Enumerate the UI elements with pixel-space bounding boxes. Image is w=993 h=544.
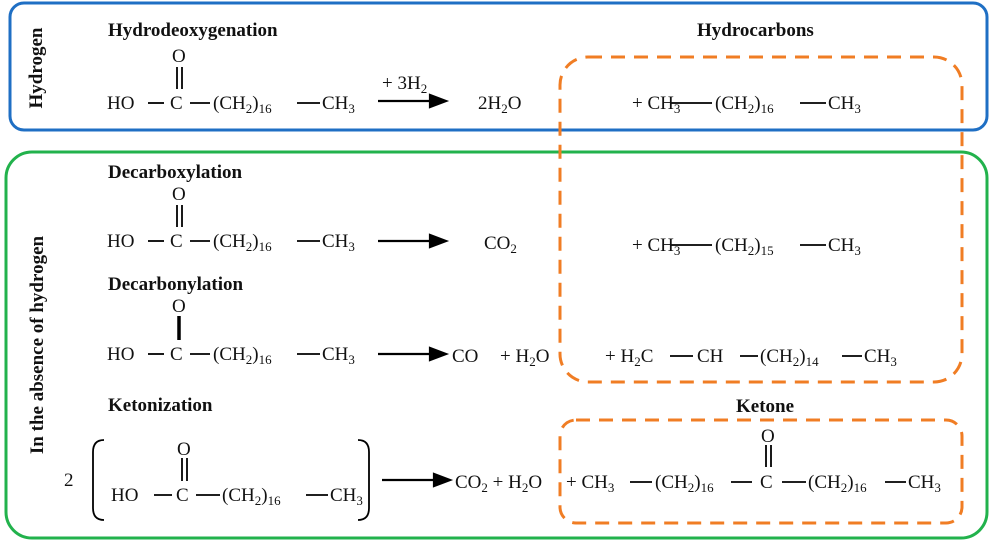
co-product: CO <box>452 346 479 367</box>
carbonyl-carbon: C <box>170 231 183 252</box>
hydrocarbon-c17: + CH3 <box>632 235 681 258</box>
acid-hydroxyl: HO <box>107 344 135 365</box>
hydrocarbon-c18-end: CH3 <box>828 93 861 116</box>
ketone-start: + CH3 <box>566 472 615 495</box>
water-product: + H2O <box>500 346 550 369</box>
heading-decarbonylation: Decarbonylation <box>108 274 244 295</box>
co2-sub: 2 <box>510 241 517 256</box>
heading-decarboxylation: Decarboxylation <box>108 162 243 183</box>
alkene-end: CH3 <box>864 346 897 369</box>
carbonyl-carbon: C <box>170 93 183 114</box>
absence-box <box>4 150 989 540</box>
co2-water-products: CO2 + H2O <box>455 472 543 495</box>
alkene-ch: CH <box>697 346 724 367</box>
water-text: 2H <box>478 93 502 114</box>
section-label-hydrogen: Hydrogen <box>26 27 47 109</box>
hydrocarbons-dashed-box <box>558 55 964 384</box>
water-product: 2H2O <box>478 93 522 116</box>
ketone-carbon: C <box>760 472 773 493</box>
ketone-chain-right: (CH2)16 <box>808 472 867 495</box>
carbonyl-oxygen: O <box>177 439 191 460</box>
chain-ch2: (CH2)16 <box>222 485 281 508</box>
chain-ch2: (CH2)16 <box>213 344 272 367</box>
chain-ch3: CH3 <box>330 485 363 508</box>
hydrogen-reagent: + 3H2 <box>382 73 428 96</box>
ketone-oxygen: O <box>761 426 775 447</box>
reaction-arrows <box>378 93 454 488</box>
carbonyl-carbon: C <box>170 344 183 365</box>
hydrocarbon-c18: + CH3 <box>632 93 681 116</box>
chain-ch3: CH3 <box>322 344 355 367</box>
co2-text: CO <box>484 233 511 254</box>
section-label-absence: In the absence of hydrogen <box>27 235 48 455</box>
chain-ch2: (CH2)16 <box>213 231 272 254</box>
hydrocarbon-c17-chain: (CH2)15 <box>715 235 774 258</box>
chain-ch3: CH3 <box>322 231 355 254</box>
heading-hydrocarbons: Hydrocarbons <box>697 20 814 41</box>
hydrocarbon-c17-end: CH3 <box>828 235 861 258</box>
water-sub: 2 <box>501 101 508 116</box>
co2-product: CO2 <box>484 233 517 256</box>
alkene-chain: (CH2)14 <box>760 346 819 369</box>
chain-ch3: CH3 <box>322 93 355 116</box>
ketonization-coefficient: 2 <box>64 470 74 491</box>
chain-ch2: (CH2)16 <box>213 93 272 116</box>
heading-ketone: Ketone <box>736 396 795 417</box>
h2-text: + 3H <box>382 73 421 94</box>
acid-hydroxyl: HO <box>107 231 135 252</box>
carbonyl-oxygen: O <box>172 184 186 205</box>
acid-hydroxyl: HO <box>107 93 135 114</box>
acid-hydroxyl: HO <box>111 485 139 506</box>
heading-hydrodeoxygenation: Hydrodeoxygenation <box>108 20 278 41</box>
carbonyl-oxygen: O <box>172 296 186 317</box>
ketone-end: CH3 <box>908 472 941 495</box>
bond-lines <box>92 67 906 521</box>
hydrocarbon-c18-chain: (CH2)16 <box>715 93 774 116</box>
ketone-chain-left: (CH2)16 <box>655 472 714 495</box>
h2-sub: 2 <box>420 81 428 96</box>
carbonyl-oxygen: O <box>172 46 186 67</box>
heading-ketonization: Ketonization <box>108 395 213 416</box>
ketone-dashed-box <box>558 418 964 525</box>
alkene-start: + H2C <box>605 346 654 369</box>
carbonyl-carbon: C <box>176 485 189 506</box>
hydrogen-box <box>8 1 989 132</box>
